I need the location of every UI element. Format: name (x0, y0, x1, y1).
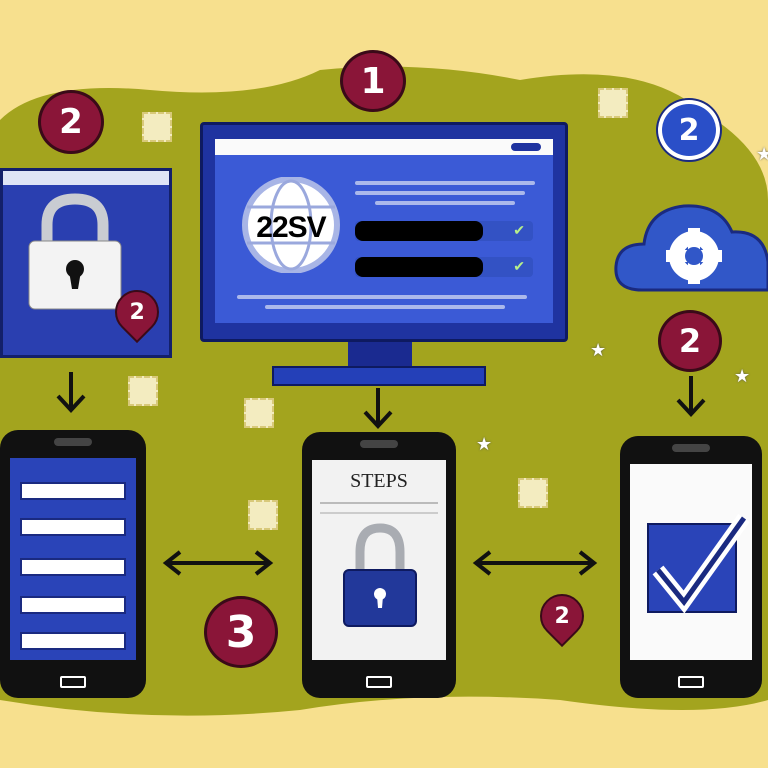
browser-bar (215, 139, 553, 155)
pin-label: 2 (554, 603, 570, 629)
text-line (237, 295, 527, 299)
steps-title: STEPS (350, 470, 408, 492)
form-row[interactable] (20, 518, 126, 536)
phone-steps: STEPS (302, 432, 456, 698)
logo-text: 22SV (256, 211, 326, 244)
step-badge-2-blue: 2 (658, 100, 720, 160)
decor-square (598, 88, 628, 118)
text-line (265, 305, 505, 309)
step-badge-2: 2 (658, 310, 722, 372)
home-button[interactable] (366, 676, 392, 688)
decor-square (518, 478, 548, 508)
phone-verified (620, 436, 762, 698)
globe-icon (242, 177, 340, 273)
menu-button[interactable] (511, 143, 541, 151)
monitor: 22SV ✔ ✔ (200, 122, 568, 342)
phone-screen (10, 458, 136, 660)
star-icon: ★ (734, 366, 751, 386)
text-line (355, 191, 525, 195)
phone-form (0, 430, 146, 698)
arrow-down-icon (676, 376, 706, 417)
home-button[interactable] (678, 676, 704, 688)
monitor-stand (348, 342, 412, 368)
step-badge-3: 3 (204, 596, 278, 668)
form-row[interactable] (20, 558, 126, 576)
input-field-2[interactable]: ✔ (355, 257, 533, 277)
pin-label: 2 (129, 299, 145, 325)
decor-square (128, 376, 158, 406)
decor-square (142, 112, 172, 142)
arrow-down-icon (363, 388, 393, 429)
phone-screen (630, 464, 752, 660)
star-icon: ★ (590, 340, 607, 360)
step-badge-1: 1 (340, 50, 406, 112)
decor-square (248, 500, 278, 530)
step-badge-2: 2 (38, 90, 104, 154)
star-icon: ★ (476, 434, 493, 454)
window-titlebar (3, 171, 169, 185)
lock-icon (343, 523, 417, 627)
double-arrow-icon (162, 550, 274, 576)
text-line (355, 181, 535, 185)
form-row[interactable] (20, 596, 126, 614)
checkmark-icon (647, 513, 750, 614)
form-row[interactable] (20, 482, 126, 500)
decor-square (244, 398, 274, 428)
form-row[interactable] (20, 632, 126, 650)
input-field-1[interactable]: ✔ (355, 221, 533, 241)
double-arrow-icon (472, 550, 598, 576)
lock-icon (28, 193, 122, 310)
check-icon: ✔ (513, 258, 525, 274)
star-icon: ★ (756, 144, 768, 164)
arrow-down-icon (56, 372, 86, 413)
monitor-screen: 22SV ✔ ✔ (215, 139, 553, 323)
cloud-gear-icon (614, 204, 768, 292)
home-button[interactable] (60, 676, 86, 688)
phone-screen: STEPS (312, 460, 446, 660)
check-icon: ✔ (513, 222, 525, 238)
text-line (375, 201, 515, 205)
monitor-base (272, 366, 486, 386)
